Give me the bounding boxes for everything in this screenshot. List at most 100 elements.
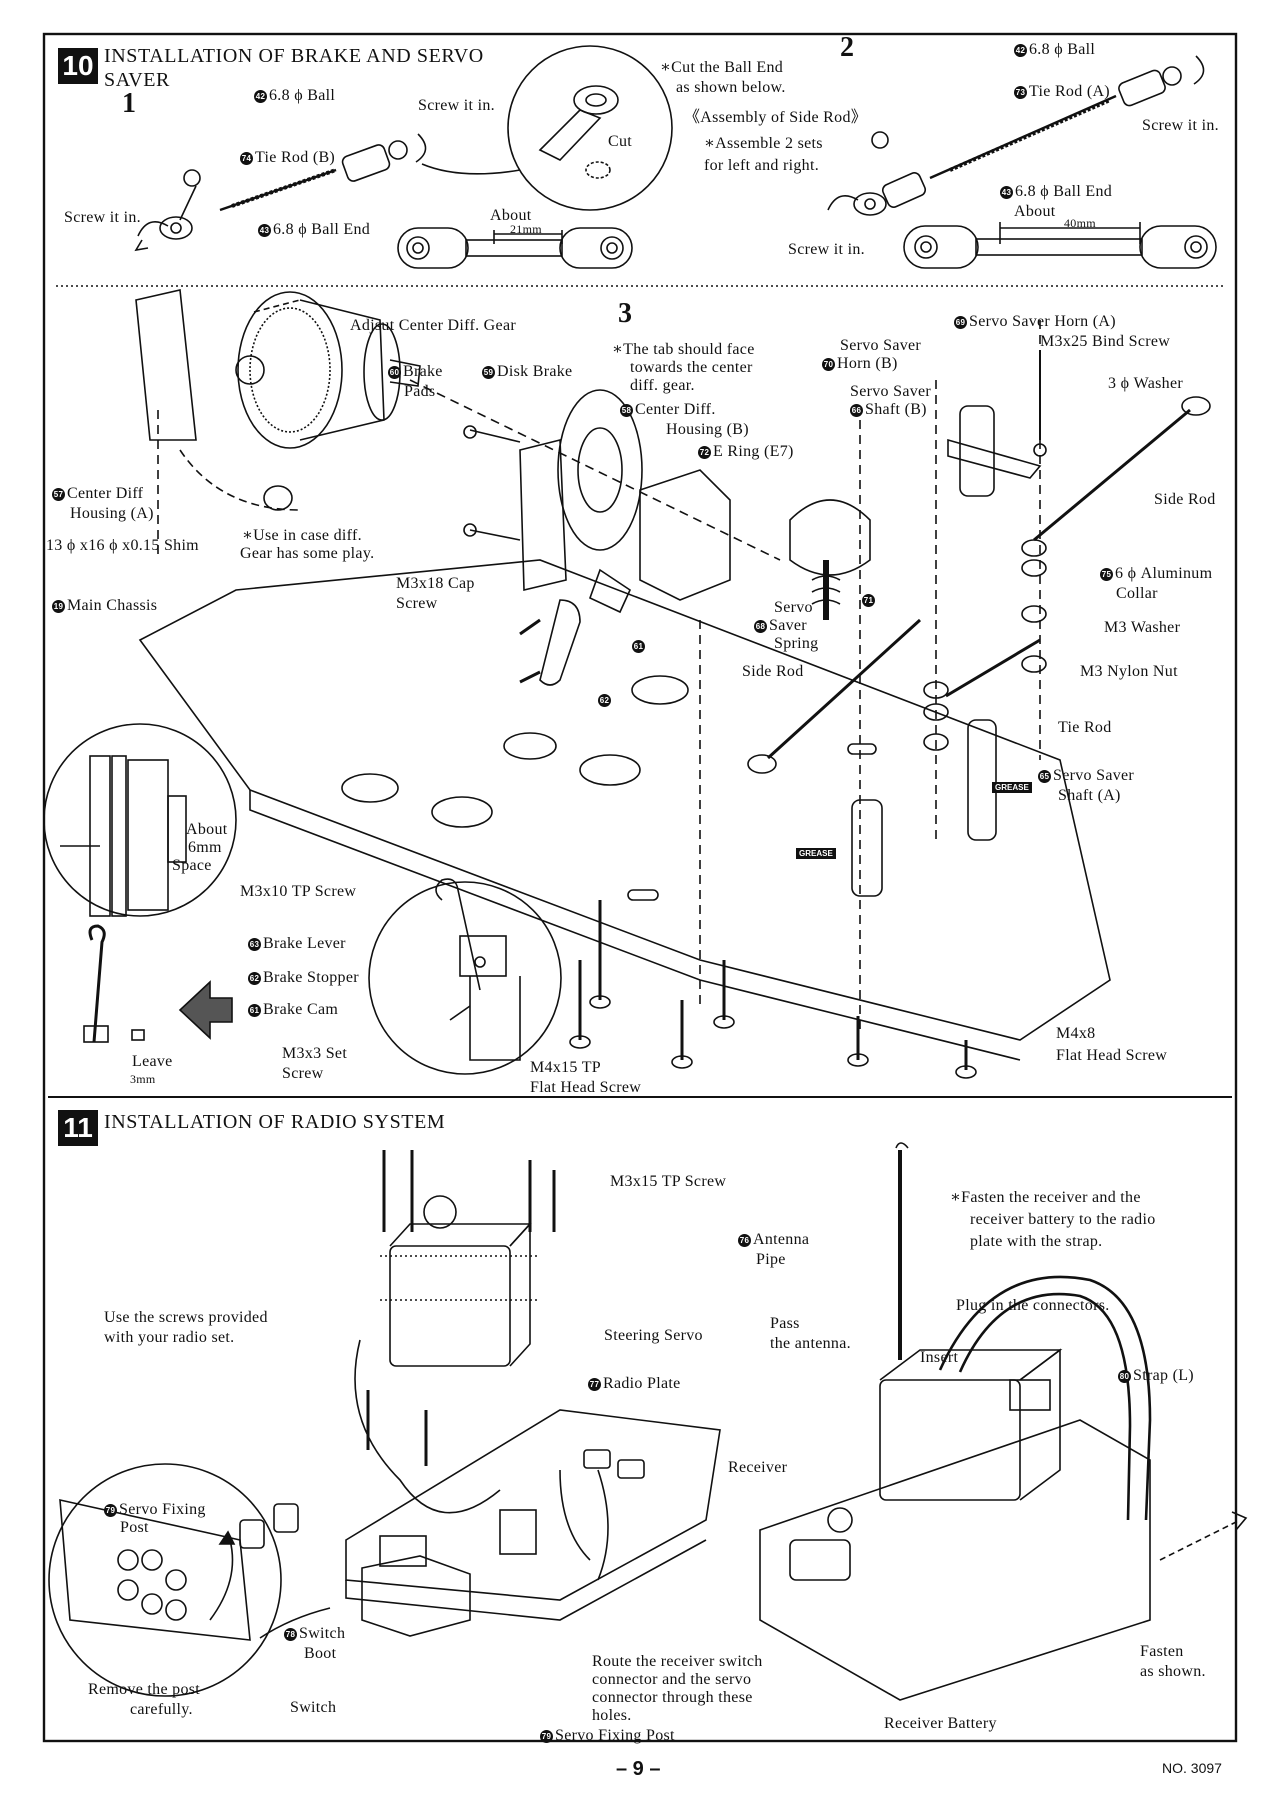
part-number-badge: 69 xyxy=(954,316,967,329)
cut-label: Cut xyxy=(608,133,633,150)
tab-note-line2: towards the center xyxy=(630,359,753,376)
part-number-badge: 78 xyxy=(284,1628,297,1641)
section-10-badge: 10 xyxy=(58,48,98,84)
switch-label: Switch xyxy=(290,1699,337,1716)
route-line1: Route the receiver switch xyxy=(592,1653,763,1670)
center-diff-a-label-2: Housing (A) xyxy=(70,505,154,522)
fasten-note-line3: plate with the strap. xyxy=(970,1233,1103,1250)
part-number-badge: 63 xyxy=(248,938,261,951)
step3-servo-saver xyxy=(747,350,1211,897)
cut-note-line1: ∗Cut the Ball End xyxy=(660,59,784,76)
part-number-badge: 61 xyxy=(248,1004,261,1017)
adjust-gear-label: Adjsut Center Diff. Gear xyxy=(350,317,516,334)
step2-screw-in-right: Screw it in. xyxy=(1142,117,1219,134)
post-removal-inset xyxy=(48,1463,299,1697)
m3x18-label: M3x18 Cap xyxy=(396,575,475,592)
remove-post-line2: carefully. xyxy=(130,1701,193,1718)
part-number-badge: 66 xyxy=(850,404,863,417)
step3-disk-brake xyxy=(463,389,731,686)
fasten-shown-line2: as shown. xyxy=(1140,1663,1206,1680)
m3-nylon-label: M3 Nylon Nut xyxy=(1080,663,1178,680)
m3x25-label: M3x25 Bind Screw xyxy=(1040,333,1171,350)
leave-label: Leave xyxy=(132,1053,173,1070)
washer3-label: 3 ϕ Washer xyxy=(1108,375,1183,392)
part-number-badge: 73 xyxy=(1014,86,1027,99)
about-space-2: 6mm xyxy=(188,839,222,856)
part-number-badge: 60 xyxy=(388,366,401,379)
brake-inset xyxy=(368,878,562,1075)
step3-screws xyxy=(519,618,977,1079)
side-rod-assembly-title: 《Assembly of Side Rod》 xyxy=(684,109,868,126)
antenna-label-2: Pipe xyxy=(756,1251,786,1268)
part-number-badge: 80 xyxy=(1118,1370,1131,1383)
cut-inset xyxy=(421,45,673,211)
route-line4: holes. xyxy=(592,1707,632,1724)
part-number-badge: 19 xyxy=(52,600,65,613)
m4x15-label-2: Flat Head Screw xyxy=(530,1079,642,1096)
receiver-label: Receiver xyxy=(728,1459,788,1476)
big-arrow-icon xyxy=(178,980,233,1040)
step2-dimension: 40mm xyxy=(1064,216,1096,230)
part-number-badge: 75 xyxy=(1100,568,1113,581)
part-number-badge: 57 xyxy=(52,488,65,501)
part-number-badge: 79 xyxy=(540,1730,553,1743)
m3x10-label: M3x10 TP Screw xyxy=(240,883,357,900)
shim-label: 13 ϕ x16 ϕ x0.15 Shim xyxy=(46,537,199,554)
part-71-marker: 71 xyxy=(862,594,875,607)
section-11-badge: 11 xyxy=(58,1110,98,1146)
collar-label-2: Collar xyxy=(1116,585,1158,602)
side-rod-left-label: Side Rod xyxy=(742,663,804,680)
route-line3: connector through these xyxy=(592,1689,753,1706)
pass-antenna-line1: Pass xyxy=(770,1315,800,1332)
shaft-a-label-2: Shaft (A) xyxy=(1058,787,1121,804)
servo-shaft-b-label: Servo Saver xyxy=(850,383,932,400)
radio-plate-drawing xyxy=(345,1150,721,1621)
section-11-title: INSTALLATION OF RADIO SYSTEM xyxy=(104,1111,446,1133)
part-number-badge: 70 xyxy=(822,358,835,371)
section-10-title-line1: INSTALLATION OF BRAKE AND SERVO xyxy=(104,45,484,67)
switch-drawing xyxy=(259,1509,537,1639)
step2-about: About xyxy=(1014,203,1056,220)
switch-boot-label-2: Boot xyxy=(304,1645,337,1662)
use-note-line2: Gear has some play. xyxy=(240,545,375,562)
step3-dashed-guides xyxy=(157,320,1041,1030)
receiver-battery-label: Receiver Battery xyxy=(884,1715,997,1732)
about-space-3: Space xyxy=(172,857,212,874)
page-number: – 9 – xyxy=(616,1758,661,1780)
tie-rod-label: Tie Rod xyxy=(1058,719,1112,736)
cut-note-line2: as shown below. xyxy=(676,79,786,96)
side-rod-note-line2: for left and right. xyxy=(704,157,819,174)
part-number-badge: 79 xyxy=(104,1504,117,1517)
part-number-badge: 62 xyxy=(248,972,261,985)
side-rod-right-label: Side Rod xyxy=(1154,491,1216,508)
servo-spring-label-3: Spring xyxy=(774,635,819,652)
part-number-badge: 42 xyxy=(1014,44,1027,57)
tab-note-line3: diff. gear. xyxy=(630,377,695,394)
part-number-badge: 42 xyxy=(254,90,267,103)
leave-dimension: 3mm xyxy=(130,1072,156,1086)
insert-label: Insert xyxy=(920,1349,959,1366)
m4x8-label: M4x8 xyxy=(1056,1025,1096,1042)
about-space-1: About xyxy=(186,821,228,838)
section-10-title-line2: SAVER xyxy=(104,69,170,91)
part-number-badge: 43 xyxy=(1000,186,1013,199)
grease-tag-2: GREASE xyxy=(796,848,836,859)
page-frame xyxy=(42,32,1238,1743)
fasten-note-line1: ∗Fasten the receiver and the xyxy=(950,1189,1141,1206)
route-line2: connector and the servo xyxy=(592,1671,752,1688)
m4x8-label-2: Flat Head Screw xyxy=(1056,1047,1168,1064)
